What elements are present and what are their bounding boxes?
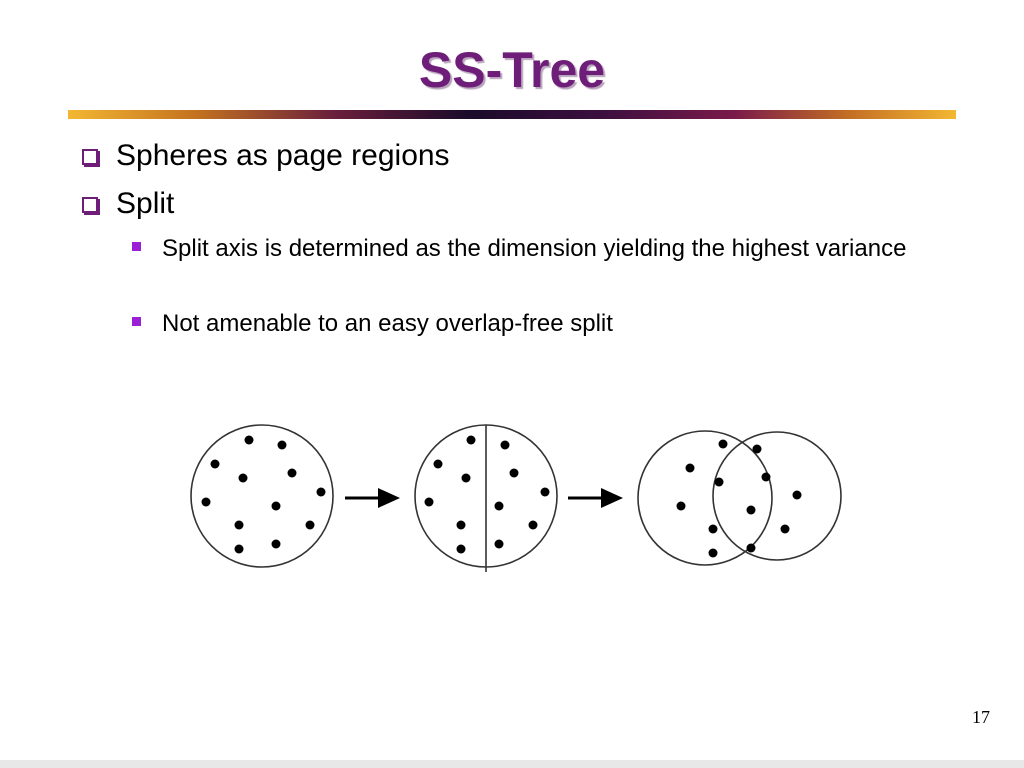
sub-bullet-item-overlap: Not amenable to an easy overlap-free spl… [132,307,952,340]
data-point [287,468,297,478]
data-point [494,539,504,549]
data-point [528,520,538,530]
split-sphere [414,424,558,572]
data-point [685,463,695,473]
data-point [509,468,519,478]
data-point [238,473,248,483]
data-point [761,472,771,482]
data-point [494,501,504,511]
sub-bullet-text: Not amenable to an easy overlap-free spl… [162,310,613,337]
data-point [466,435,476,445]
data-point [746,543,756,553]
data-point [792,490,802,500]
sub-bullet-text: Split axis is determined as the dimensio… [162,235,907,262]
data-point [461,473,471,483]
sub-bullet-item-split-axis: Split axis is determined as the dimensio… [132,232,952,265]
data-point [277,440,287,450]
bullet-text: Split [116,187,175,220]
data-point [746,505,756,515]
data-point [780,524,790,534]
data-point [210,459,220,469]
data-points [676,439,802,558]
data-point [201,497,211,507]
bullet-item-split: Split [82,187,174,221]
split-diagram-svg [190,424,842,572]
data-point [708,548,718,558]
split-illustration [180,410,860,590]
overlapping-spheres [637,430,842,566]
bullet-text: Spheres as page regions [116,139,450,172]
data-point [316,487,326,497]
data-point [676,501,686,511]
arrow-right-icon [568,488,623,508]
hollow-square-bullet-icon [82,149,98,165]
data-point [271,501,281,511]
data-point [456,544,466,554]
data-point [456,520,466,530]
left-sphere-outline [637,430,773,566]
footer-strip [0,760,1024,768]
data-points [201,435,326,554]
data-point [714,477,724,487]
filled-square-bullet-icon [132,242,141,251]
page-number: 17 [972,707,990,727]
data-point [718,439,728,449]
data-points [424,435,550,554]
hollow-square-bullet-icon [82,197,98,213]
data-point [424,497,434,507]
data-point [244,435,254,445]
data-point [234,544,244,554]
title-divider-bar [68,110,956,119]
data-point [540,487,550,497]
data-point [708,524,718,534]
arrow-right-icon [345,488,400,508]
slide-title: SS-Tree [418,42,606,98]
original-sphere [190,424,334,568]
data-point [433,459,443,469]
sphere-outline [190,424,334,568]
right-sphere-outline [712,431,842,561]
data-point [500,440,510,450]
data-point [305,520,315,530]
data-point [234,520,244,530]
data-point [271,539,281,549]
data-point [752,444,762,454]
filled-square-bullet-icon [132,317,141,326]
bullet-item-spheres: Spheres as page regions [82,139,450,173]
